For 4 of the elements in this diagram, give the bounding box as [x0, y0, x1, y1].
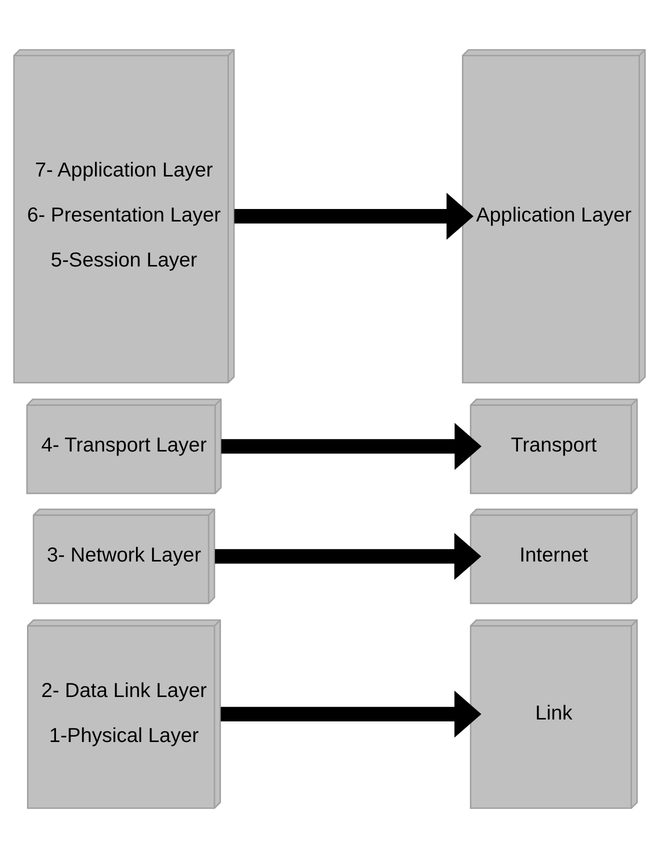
arrow: [214, 532, 482, 580]
arrow: [221, 422, 482, 470]
arrow: [220, 690, 482, 738]
arrow: [234, 192, 474, 240]
